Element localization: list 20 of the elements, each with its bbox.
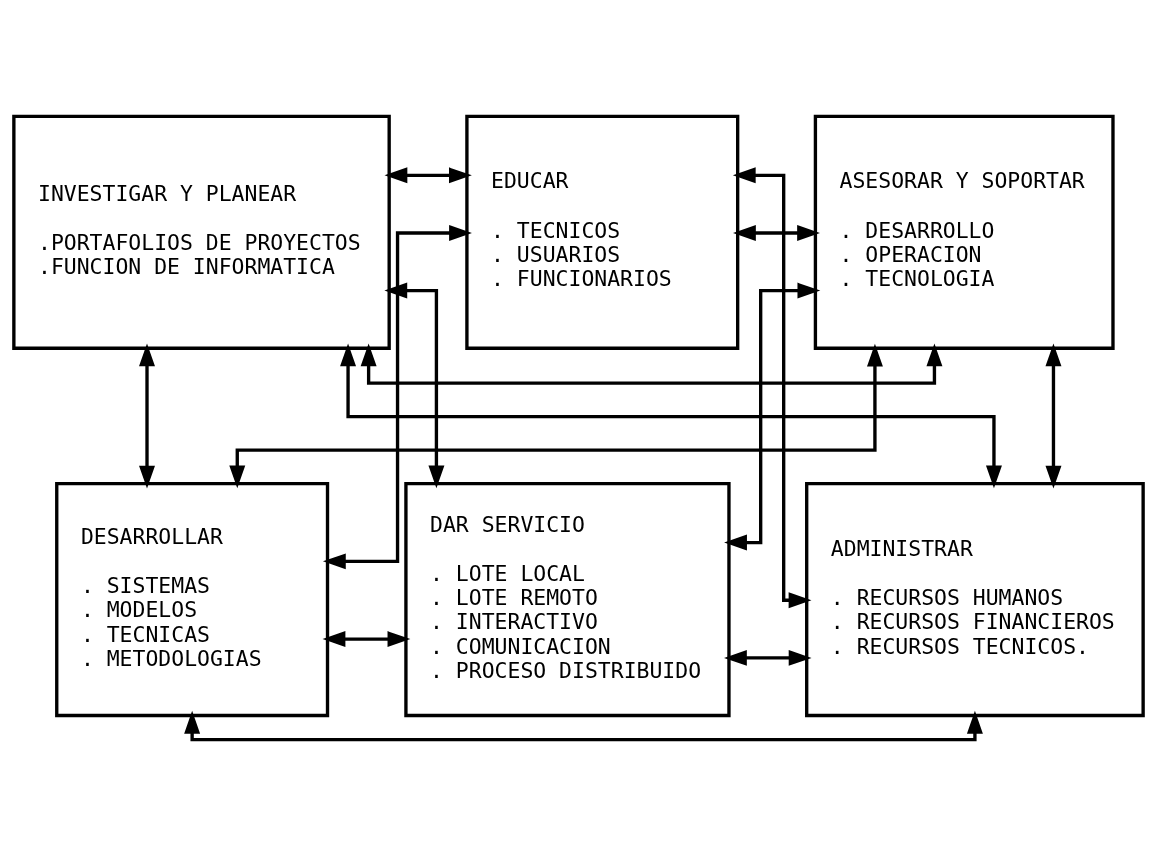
node-box: ADMINISTRAR . RECURSOS HUMANOS . RECURSOS FINANCIEROS . RECURSOS TECNICOS. — [805, 481, 1145, 718]
node-box: INVESTIGAR Y PLANEAR .PORTAFOLIOS DE PROYECTOS .FUNCION DE INFORMATICA — [12, 114, 391, 350]
node-box: DAR SERVICIO . LOTE LOCAL . LOTE REMOTO . INTERACTIVO . COMUNICACION . PROCESO DISTRIBUIDO — [404, 481, 731, 718]
node-box: EDUCAR . TECNICOS . USUARIOS . FUNCIONARIOS — [465, 114, 740, 350]
arrow — [724, 282, 821, 551]
arrow — [360, 343, 943, 385]
arrow — [1045, 343, 1062, 489]
arrow — [184, 710, 983, 742]
arrow — [384, 282, 445, 489]
arrow — [322, 631, 411, 648]
arrow — [229, 343, 883, 489]
arrow — [384, 167, 472, 184]
arrow — [340, 343, 1002, 489]
arrow — [733, 225, 820, 241]
arrow — [724, 649, 812, 666]
arrow — [322, 225, 472, 570]
node-box: ASESORAR Y SOPORTAR . DESARROLLO . OPERACION . TECNOLOGIA — [813, 114, 1115, 350]
arrow — [732, 167, 812, 609]
node-box: DESARROLLAR . SISTEMAS . MODELOS . TECNICAS . METODOLOGIAS — [55, 481, 330, 718]
arrow — [139, 343, 155, 489]
